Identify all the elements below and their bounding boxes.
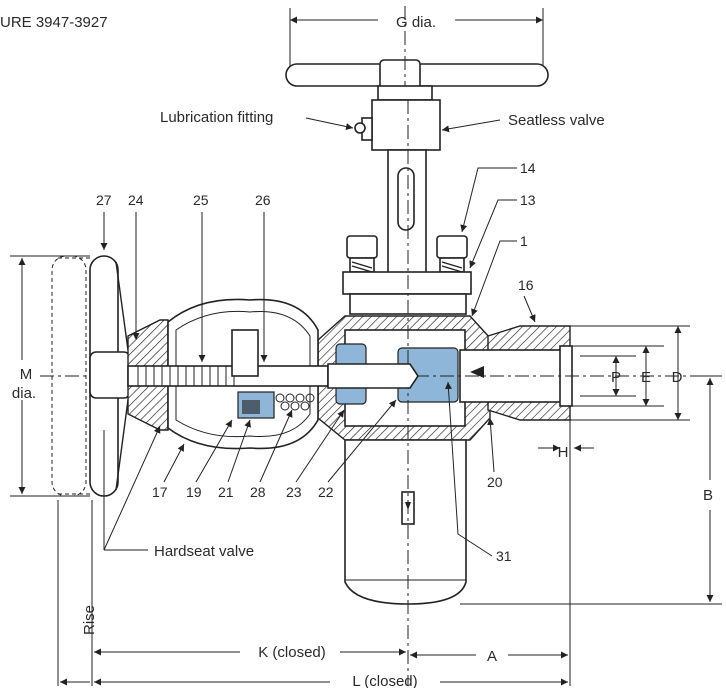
- seatless-leader: [441, 119, 501, 133]
- part-31: 31: [496, 548, 512, 564]
- yoke-flange: [342, 271, 472, 295]
- lubrication-fitting-label: Lubrication fitting: [160, 109, 273, 126]
- dim-b-label: B: [703, 487, 713, 504]
- dim-p-label: P: [611, 369, 621, 386]
- top-handwheel: [285, 6, 549, 100]
- part-23: 23: [286, 484, 302, 500]
- dim-e-label: E: [641, 369, 651, 386]
- seatless-valve-label: Seatless valve: [508, 112, 605, 129]
- part-16: 16: [518, 277, 534, 293]
- part-13: 13: [520, 192, 536, 208]
- dim-rise-label: Rise: [81, 605, 98, 635]
- dim-d-label: D: [672, 369, 683, 386]
- part-20: 20: [487, 474, 503, 490]
- part-22: 22: [318, 484, 334, 500]
- hardseat-valve: [51, 255, 419, 497]
- dim-k-label: K (closed): [258, 644, 326, 661]
- part-17: 17: [152, 484, 168, 500]
- part-19: 19: [186, 484, 202, 500]
- part-25: 25: [193, 192, 209, 208]
- part-28: 28: [250, 484, 266, 500]
- figure-title: URE 3947-3927: [0, 14, 108, 31]
- outlet-nozzle: [459, 325, 690, 421]
- dim-g-label: G dia.: [396, 14, 436, 31]
- part-1: 1: [520, 233, 528, 249]
- dim-h-label: H: [558, 444, 569, 461]
- dim-m-label: M: [20, 366, 33, 383]
- lubrication-leader: [305, 117, 354, 130]
- port-dimensions: [612, 326, 682, 420]
- part-24: 24: [128, 192, 144, 208]
- dim-l-label: L (closed): [352, 673, 417, 688]
- hardseat-valve-label: Hardseat valve: [154, 543, 254, 560]
- seatless-stem: [354, 85, 441, 276]
- dim-m-dia-label: dia.: [12, 385, 36, 402]
- bonnet-bolts: [346, 235, 468, 273]
- dim-a-label: A: [487, 648, 497, 665]
- valve-body: [317, 315, 491, 605]
- part-27: 27: [96, 192, 112, 208]
- part-14: 14: [520, 160, 536, 176]
- part-26: 26: [255, 192, 271, 208]
- part-21: 21: [218, 484, 234, 500]
